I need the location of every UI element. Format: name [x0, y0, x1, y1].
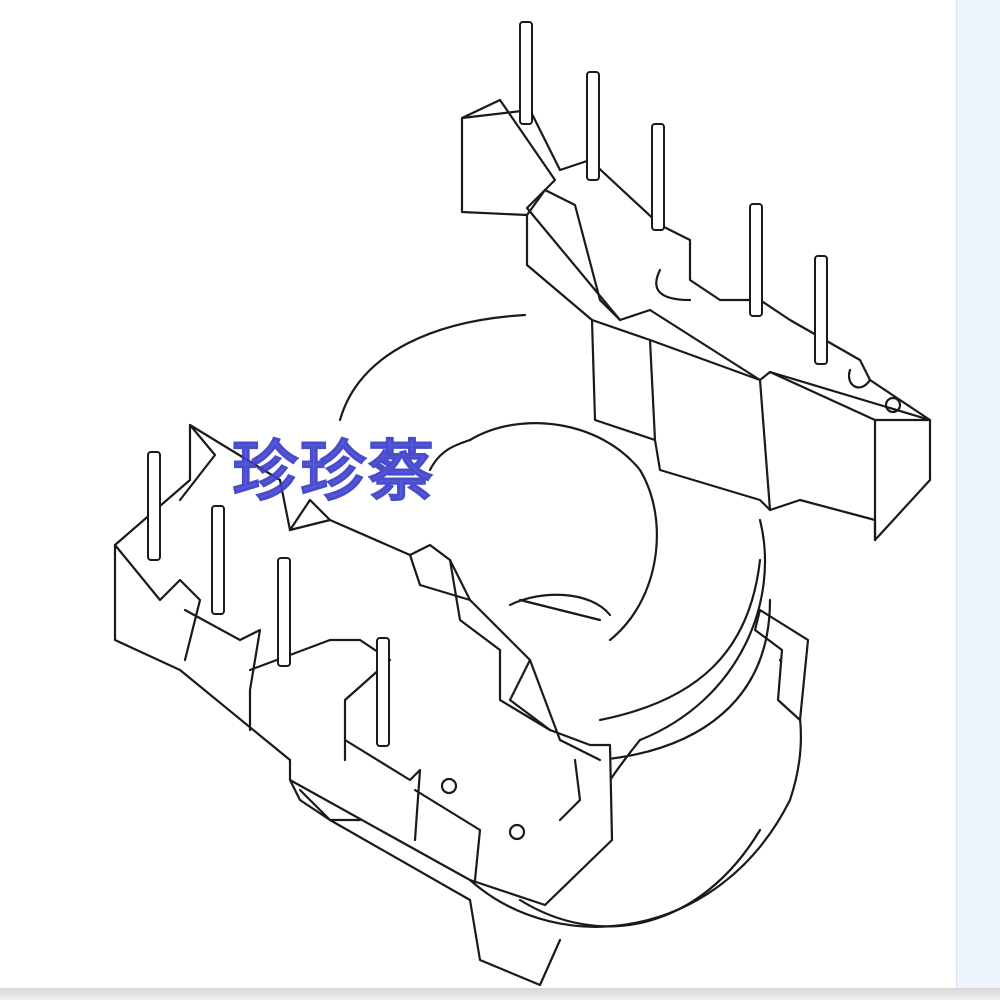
lower-pin-rail — [113, 423, 614, 907]
upper-pins — [519, 21, 828, 365]
watermark-text: 珍珍蔡 — [232, 433, 436, 511]
side-panel — [956, 0, 1000, 1000]
lower-flange — [468, 608, 810, 987]
lower-pins — [147, 451, 390, 747]
bottom-edge — [0, 988, 1000, 1000]
upper-pin-rail — [460, 98, 932, 542]
center-hole — [428, 422, 658, 642]
